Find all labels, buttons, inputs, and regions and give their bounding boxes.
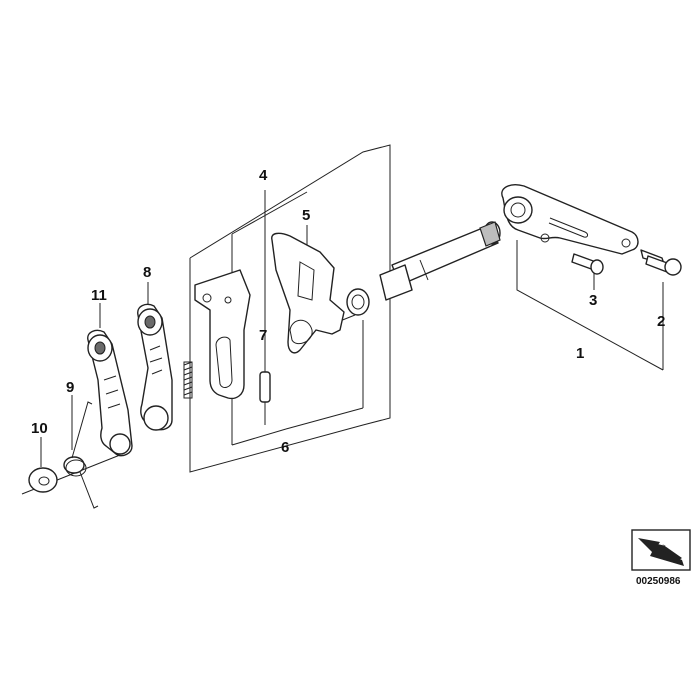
lever-link (87, 329, 133, 457)
rocker-arm (137, 303, 173, 431)
callout-10: 10 (31, 420, 48, 437)
callout-6: 6 (281, 439, 289, 456)
callout-2: 2 (657, 313, 665, 330)
callout-7: 7 (259, 327, 267, 344)
callout-11: 11 (91, 287, 107, 304)
callout-8: 8 (143, 264, 151, 281)
torsion-spring (63, 401, 99, 509)
dowel-pin (259, 371, 271, 403)
callout-9: 9 (66, 379, 74, 396)
compression-spring (183, 361, 193, 399)
callout-4: 4 (259, 167, 268, 184)
selector-plate (194, 269, 251, 400)
callout-5: 5 (302, 207, 310, 224)
washer (28, 467, 58, 493)
callout-labels: 1 2 3 4 5 6 7 8 9 10 11 (31, 167, 665, 456)
callout-3: 3 (589, 292, 597, 309)
shift-shaft (346, 221, 501, 316)
document-id: 00250986 (636, 576, 681, 587)
callout-1: 1 (576, 345, 584, 362)
screw (571, 253, 604, 275)
shift-lever (501, 184, 639, 255)
direction-arrow-icon (631, 529, 691, 571)
pivot-pin (640, 249, 682, 276)
shift-fork (271, 232, 345, 354)
